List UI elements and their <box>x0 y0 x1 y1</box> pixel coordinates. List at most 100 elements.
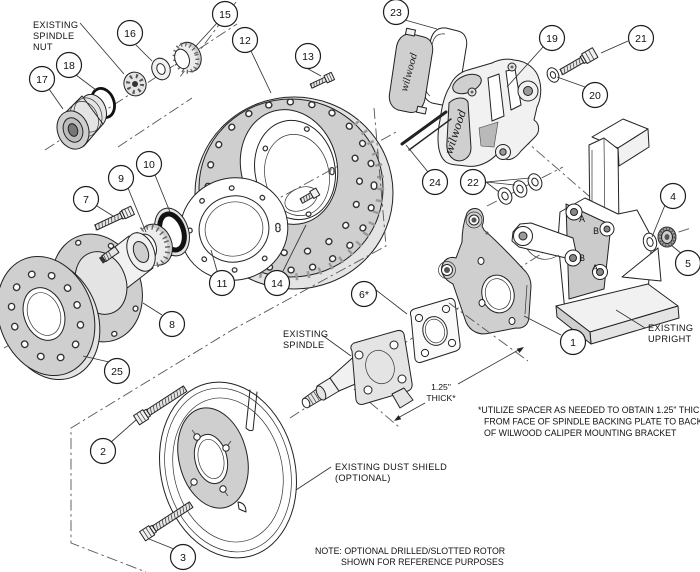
callout-3: 3 <box>169 543 197 571</box>
callout-14: 14 <box>263 269 291 297</box>
part-spindle <box>301 329 414 409</box>
callout-8: 8 <box>158 310 186 338</box>
upright-marker-b1: B <box>593 226 599 236</box>
callout-10: 10 <box>135 150 163 178</box>
svg-text:13: 13 <box>302 51 314 63</box>
part-brake-pads <box>388 27 468 115</box>
svg-text:9: 9 <box>118 173 124 185</box>
callout-4: 4 <box>659 182 687 210</box>
callout-15: 15 <box>211 0 239 28</box>
label-spindle-1: EXISTING <box>283 329 328 339</box>
part-adapter-flange <box>0 255 101 381</box>
callout-23: 23 <box>382 0 410 26</box>
part-spacer <box>409 297 461 364</box>
callout-11: 11 <box>208 269 236 297</box>
note-line-2: SHOWN FOR REFERENCE PURPOSES <box>341 557 504 567</box>
callout-12: 12 <box>231 26 259 54</box>
phantom-border <box>70 107 387 572</box>
svg-text:10: 10 <box>143 159 155 171</box>
callout-25: 25 <box>103 357 131 385</box>
part-adapter-ring <box>179 177 289 281</box>
svg-text:8: 8 <box>169 319 175 331</box>
callout-6: 6* <box>350 280 378 308</box>
part-steering-arm <box>511 222 577 260</box>
callout-20: 20 <box>581 81 609 109</box>
label-upright-2: UPRIGHT <box>648 334 692 344</box>
svg-text:20: 20 <box>589 90 601 102</box>
part-spindle-nut <box>123 71 147 97</box>
label-dimension-1: 1.25" <box>431 382 451 392</box>
svg-text:6*: 6* <box>359 289 369 301</box>
part-dust-shield <box>159 381 297 559</box>
part-caliper <box>437 58 542 167</box>
part-bolt-3 <box>139 501 194 542</box>
part-outer-bearing <box>172 41 202 74</box>
part-washer-4 <box>642 232 658 252</box>
part-retainer-pin <box>400 110 452 151</box>
callout-5: 5 <box>674 249 700 277</box>
callout-21: 21 <box>627 24 655 52</box>
footnote-line-2: FROM FACE OF SPINDLE BACKING PLATE TO BA… <box>484 417 700 427</box>
svg-text:22: 22 <box>467 177 479 189</box>
label-spindle-2: SPINDLE <box>283 340 324 350</box>
svg-text:19: 19 <box>546 33 558 45</box>
svg-text:25: 25 <box>111 366 123 378</box>
svg-text:4: 4 <box>670 191 676 203</box>
svg-text:21: 21 <box>635 33 647 45</box>
label-dimension-2: THICK* <box>426 393 456 403</box>
upright-marker-b2: B <box>579 253 585 263</box>
label-spindle-nut-3: NUT <box>33 42 53 52</box>
callout-9: 9 <box>107 164 135 192</box>
callout-17: 17 <box>28 65 56 93</box>
label-dust-shield-1: EXISTING DUST SHIELD <box>335 462 447 472</box>
svg-text:7: 7 <box>83 194 89 206</box>
part-dust-cap <box>56 93 108 150</box>
svg-text:14: 14 <box>271 278 283 290</box>
upright-marker-a2: A <box>592 263 598 273</box>
footnote-line-3: OF WILWOOD CALIPER MOUNTING BRACKET <box>484 428 677 438</box>
callout-18: 18 <box>55 51 83 79</box>
svg-text:15: 15 <box>219 9 231 21</box>
part-nut-5 <box>657 226 677 248</box>
svg-text:16: 16 <box>124 28 136 40</box>
part-spindle-washer <box>151 57 171 81</box>
callout-2: 2 <box>89 437 117 465</box>
svg-text:23: 23 <box>390 7 402 19</box>
part-bolt-7 <box>94 205 135 231</box>
note-line-1: NOTE: OPTIONAL DRILLED/SLOTTED ROTOR <box>315 546 505 556</box>
label-spindle-nut-1: EXISTING <box>33 20 78 30</box>
callout-7: 7 <box>72 185 100 213</box>
svg-text:2: 2 <box>100 446 106 458</box>
callout-13: 13 <box>294 42 322 70</box>
upright-marker-a1: A <box>579 214 585 224</box>
part-washer-20 <box>546 67 560 83</box>
label-dust-shield-2: (OPTIONAL) <box>335 473 391 483</box>
rotor-bolt-inserted <box>299 187 321 204</box>
callout-19: 19 <box>538 24 566 52</box>
callout-1: 1 <box>559 328 587 356</box>
part-upright <box>511 118 680 345</box>
svg-text:11: 11 <box>217 278 228 290</box>
label-upright-1: EXISTING <box>648 323 693 333</box>
wheel-stud <box>98 246 120 264</box>
part-bolt-13 <box>309 71 336 89</box>
svg-text:3: 3 <box>180 552 186 564</box>
footnote-line-1: *UTILIZE SPACER AS NEEDED TO OBTAIN 1.25… <box>478 405 700 415</box>
callout-balloons: 1 2 3 4 5 6* 7 8 9 10 11 12 13 14 15 16 … <box>28 0 700 571</box>
callout-24: 24 <box>421 168 449 196</box>
part-bolt-2 <box>133 385 188 426</box>
callout-22: 22 <box>459 168 487 196</box>
part-bolt-21 <box>559 47 599 76</box>
part-caliper-bracket <box>438 208 532 335</box>
callout-16: 16 <box>116 19 144 47</box>
svg-text:1: 1 <box>570 337 576 349</box>
svg-text:5: 5 <box>685 258 691 270</box>
leader-lines <box>48 19 683 550</box>
label-spindle-nut-2: SPINDLE <box>33 31 74 41</box>
svg-text:18: 18 <box>63 60 75 72</box>
svg-text:12: 12 <box>239 35 251 47</box>
svg-text:24: 24 <box>429 177 441 189</box>
part-washers-22 <box>497 173 543 205</box>
